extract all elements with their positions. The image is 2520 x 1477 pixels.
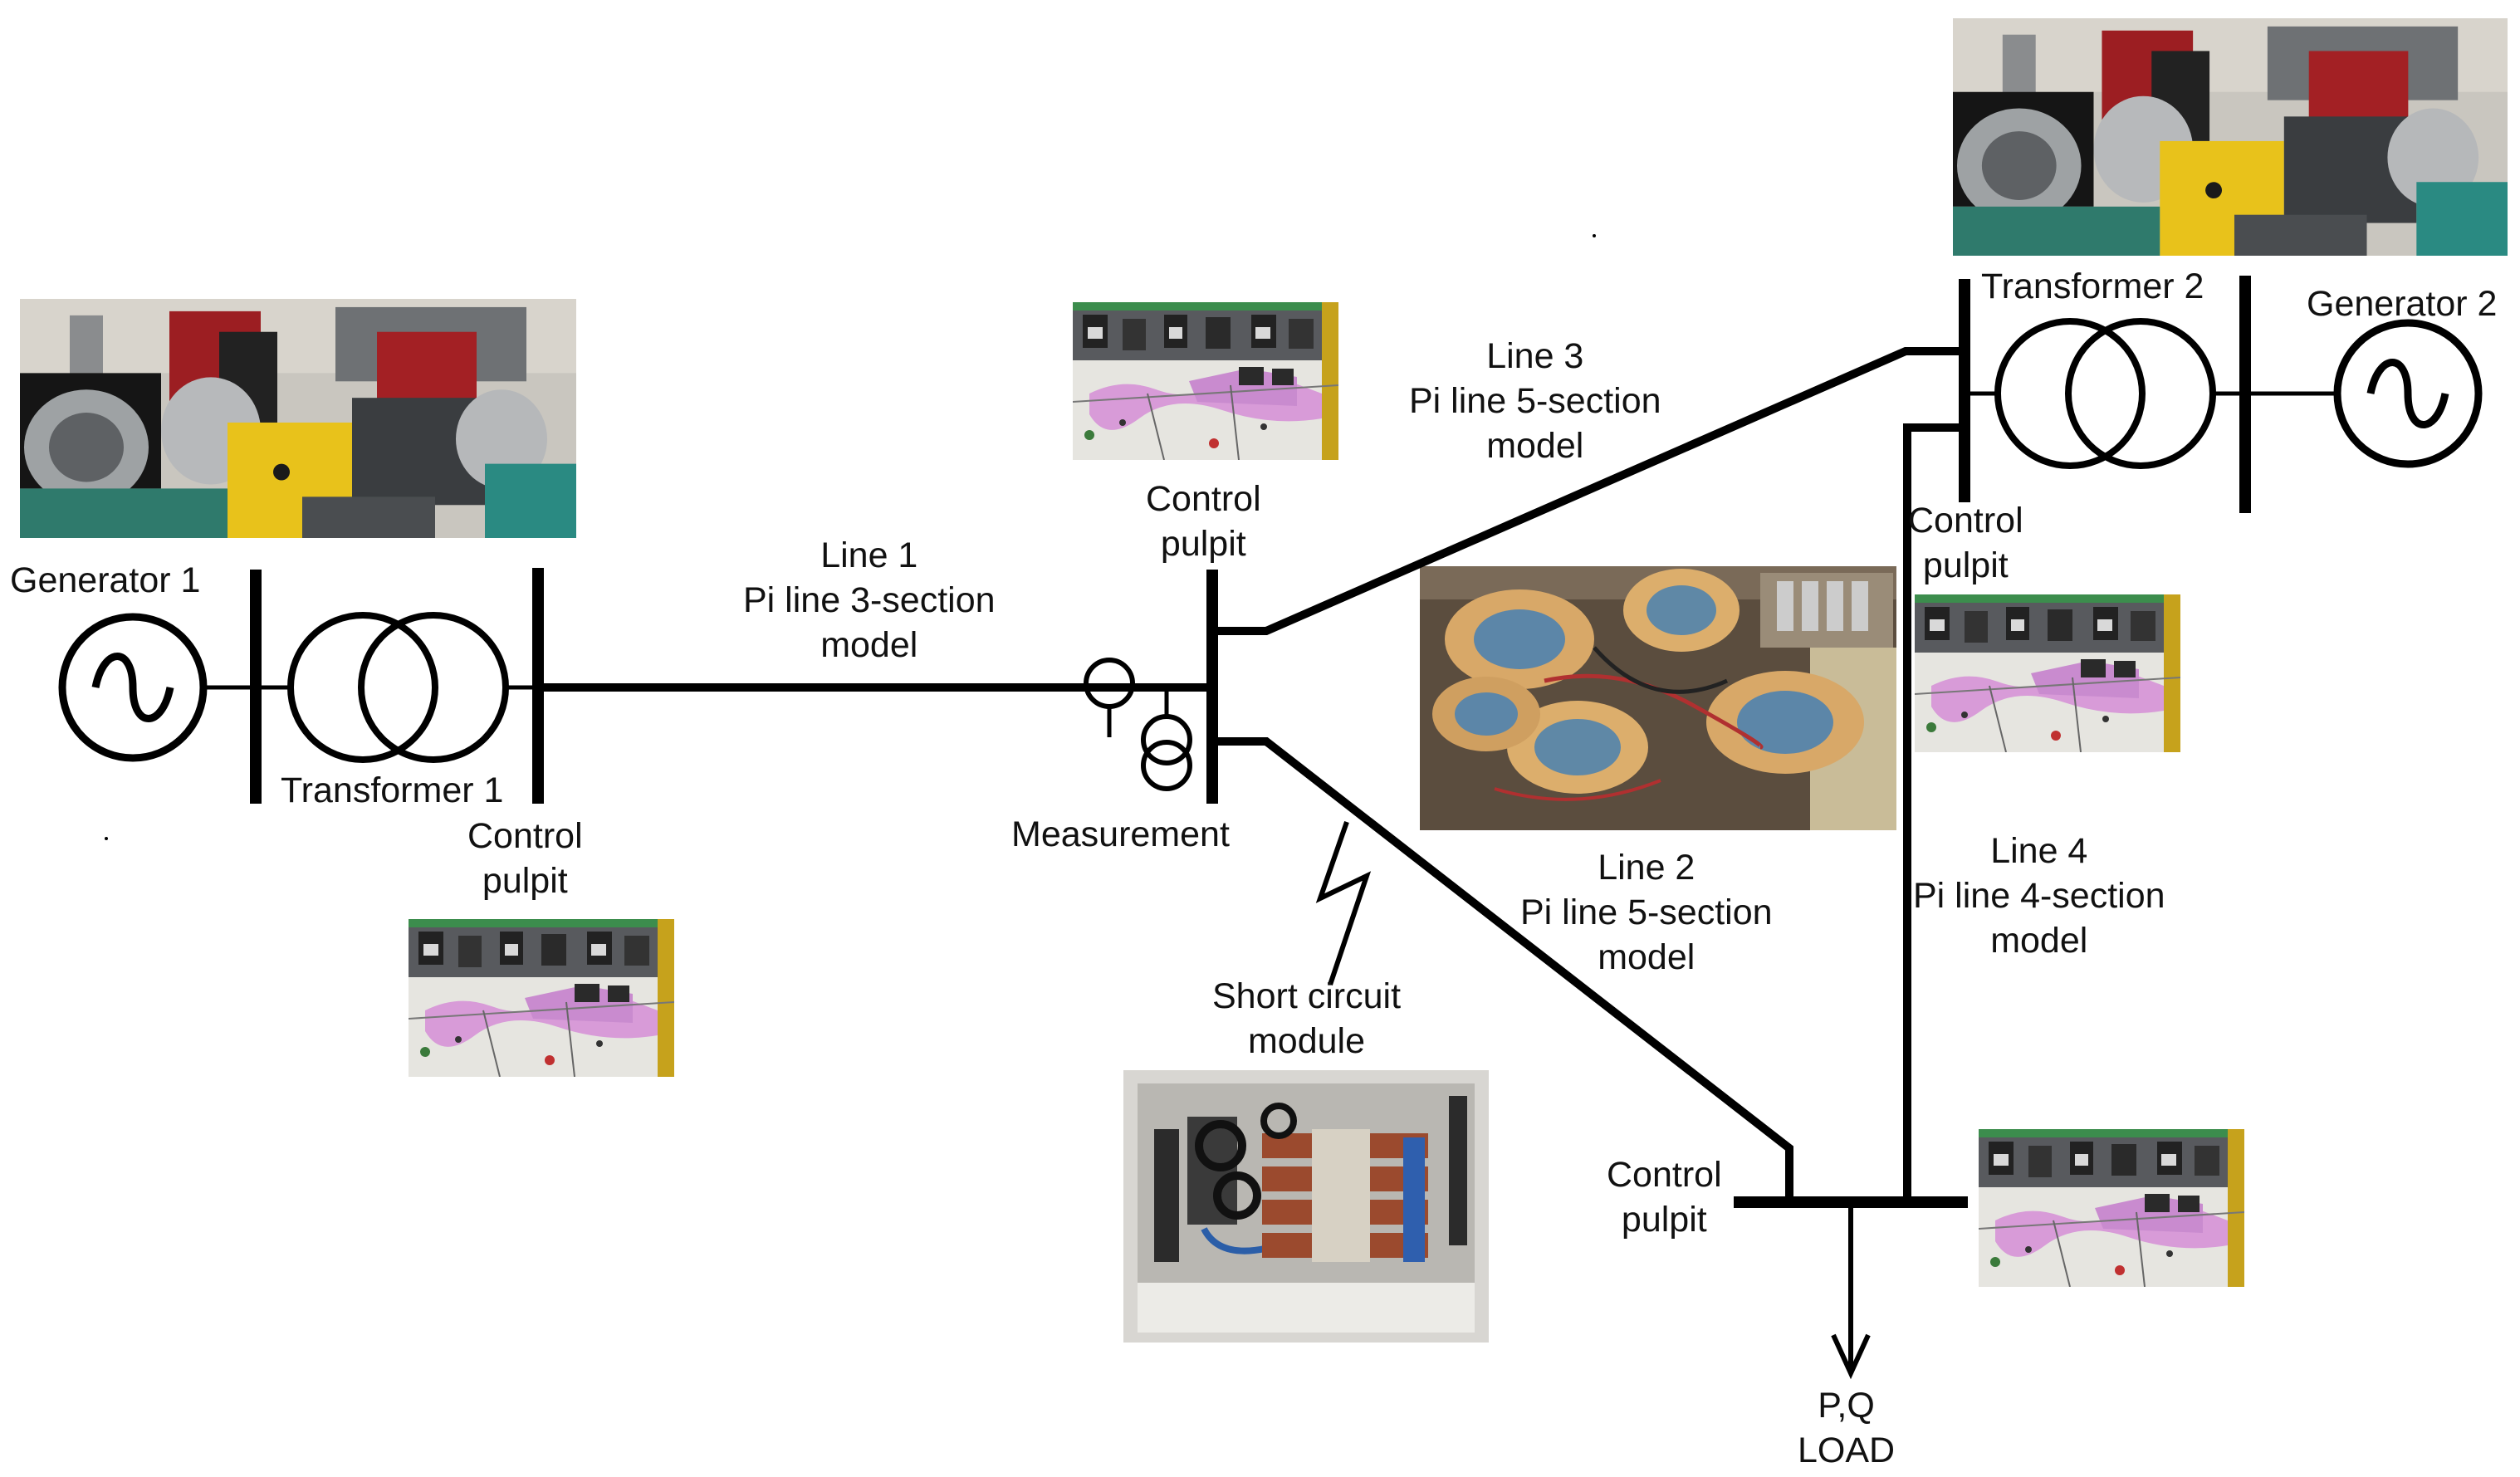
transformer-1-primary	[287, 612, 438, 763]
generator-2-label: Generator 2	[2307, 284, 2498, 324]
control-pulpit-measurement-label: Control pulpit	[1146, 479, 1261, 564]
line-4	[1903, 423, 1965, 1202]
control-panel-photo-load	[1979, 1129, 2244, 1287]
single-line-diagram	[58, 234, 2483, 1380]
control-panel-photo-right	[1915, 594, 2180, 752]
control-pulpit-2-label: Control pulpit	[1908, 501, 2023, 585]
generator-1-sine-icon	[91, 653, 174, 722]
transformer-1-label: Transformer 1	[281, 770, 504, 810]
short-circuit-module-label: Short circuit module	[1212, 976, 1402, 1061]
control-pulpit-1-label: Control pulpit	[467, 816, 583, 901]
voltage-transformer-icon	[1141, 714, 1192, 765]
line-3-label: Line 3 Pi line 5-section model	[1409, 336, 1661, 466]
line-2-label: Line 2 Pi line 5-section model	[1520, 848, 1773, 977]
short-circuit-lightning-icon	[1315, 821, 1372, 985]
load-arrow-icon	[1831, 1333, 1871, 1380]
line-4-label: Line 4 Pi line 4-section model	[1913, 831, 2165, 961]
generator-1-photo	[20, 299, 576, 538]
transformer-2-primary	[1994, 318, 2146, 469]
load-label: P,Q LOAD	[1798, 1386, 1896, 1470]
line-3	[1212, 347, 1965, 635]
measurement-label: Measurement	[1011, 814, 1230, 854]
line-1-label: Line 1 Pi line 3-section model	[743, 536, 996, 665]
control-panel-photo-top	[1073, 302, 1338, 460]
generator-2-sine-icon	[2366, 359, 2449, 428]
control-panel-photo-left	[409, 919, 674, 1077]
generator-1-label: Generator 1	[10, 560, 201, 600]
generator-2-photo	[1953, 18, 2508, 256]
short-circuit-box-photo	[1123, 1070, 1489, 1343]
control-pulpit-load-label: Control pulpit	[1607, 1155, 1722, 1240]
transformer-2-label: Transformer 2	[1981, 267, 2204, 306]
generator-2-symbol	[2333, 319, 2483, 468]
inductor-coils-photo	[1420, 566, 1896, 830]
line-2	[1212, 737, 1793, 1202]
